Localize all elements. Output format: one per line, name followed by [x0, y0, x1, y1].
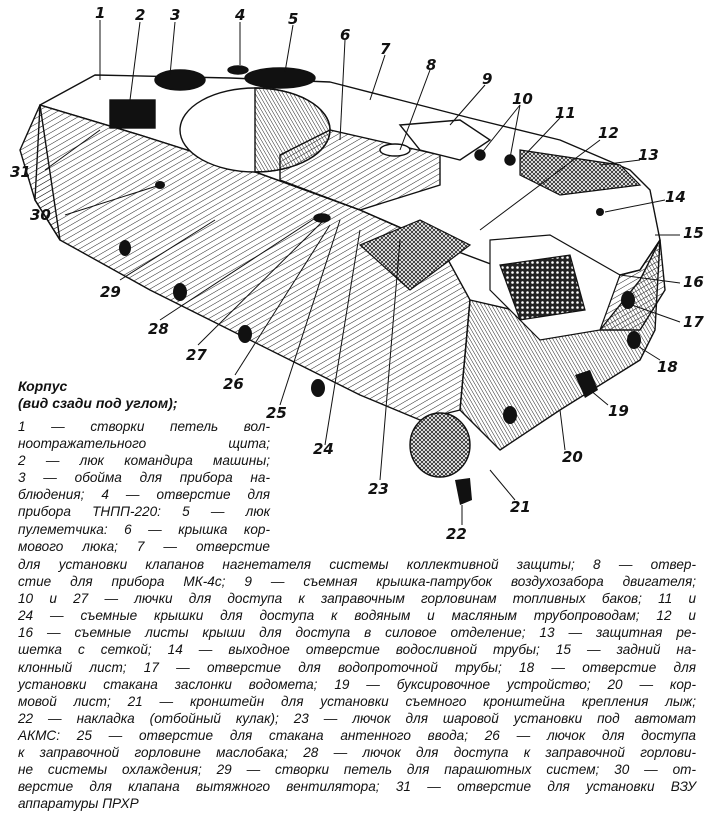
callout-12: 12 [598, 124, 619, 142]
caption-line: клонный лист; 17 — отверстие для водопро… [18, 659, 696, 675]
side-hole-1 [119, 240, 131, 256]
caption-line: 22 — накладка (отбойный кулак); 23 — люч… [18, 710, 696, 726]
protective-grille [519, 149, 642, 196]
air-intake-cover [398, 119, 492, 161]
callout-26: 26 [223, 375, 244, 393]
machine-gunner-hatch [244, 67, 316, 89]
periscope-hole [227, 65, 249, 75]
callout-30: 30 [30, 206, 51, 224]
caption-line: шетка с сеткой; 14 — выходное отверстие … [18, 642, 696, 658]
roof-dotted-vent [499, 254, 586, 321]
caption-line: АКМС: 25 — отверстие для стакана антенно… [18, 727, 696, 743]
caption-line: 10 и 27 — лючки для доступа к заправочны… [18, 591, 696, 607]
caption-wide-block: для установки клапанов нагнетателя систе… [18, 556, 696, 812]
caption-line: не системы охлаждения; 29 — створки пете… [18, 762, 696, 778]
side-hole-2 [173, 283, 187, 301]
water-jet-hole [627, 331, 641, 349]
caption-title-line-2: (вид сзади под углом); [18, 395, 178, 411]
roof-mesh-panel [358, 219, 472, 291]
callout-25: 25 [266, 404, 287, 422]
hull-diagram [19, 20, 681, 525]
callout-28: 28 [148, 320, 169, 338]
callout-15: 15 [683, 224, 704, 242]
callout-14: 14 [665, 188, 686, 206]
caption-line: мового люка; 7 — отверстие [18, 538, 270, 554]
water-outlet-hole [596, 208, 604, 216]
water-jet-grille [409, 412, 471, 478]
caption-line: 24 — съемные крышки для доступа к водяны… [18, 608, 696, 624]
callout-29: 29 [100, 283, 121, 301]
callout-5: 5 [288, 10, 299, 28]
callout-20: 20 [562, 448, 583, 466]
callout-3: 3 [170, 6, 181, 24]
bump-stop [455, 478, 472, 505]
caption-line: установки стакана заслонки водомета; 19 … [18, 676, 696, 692]
side-hole-4 [311, 379, 325, 397]
caption-line: 3 — обойма для прибора на- [18, 470, 270, 486]
callout-8: 8 [426, 56, 437, 74]
hull-front-slope [19, 104, 61, 241]
callout-22: 22 [446, 525, 467, 543]
caption-line: к заправочной горловине маслобака; 28 — … [18, 745, 696, 761]
fuel-port-2 [504, 154, 516, 166]
callout-6: 6 [340, 26, 351, 44]
callout-17: 17 [683, 313, 704, 331]
stern-hole [503, 406, 517, 424]
callout-27: 27 [186, 346, 207, 364]
callout-7: 7 [380, 40, 391, 58]
water-pipe-hole [621, 291, 635, 309]
vision-device-ring [154, 69, 206, 91]
callout-24: 24 [313, 440, 334, 458]
side-hole-3 [238, 325, 252, 343]
callout-31: 31 [10, 163, 31, 181]
callout-13: 13 [638, 146, 659, 164]
callout-18: 18 [657, 358, 678, 376]
caption-line: для установки клапанов нагнетателя систе… [18, 557, 696, 572]
caption-line: аппаратуры ПРХР [18, 796, 139, 812]
caption-line: 1 — створки петель вол- [18, 419, 270, 434]
callout-19: 19 [608, 402, 629, 420]
callout-23: 23 [368, 480, 389, 498]
caption-narrow-block: 1 — створки петель вол- ноотражательного… [18, 418, 270, 555]
caption-title: Корпус (вид сзади под углом); [18, 378, 268, 412]
callout-1: 1 [95, 4, 106, 22]
callout-9: 9 [482, 70, 493, 88]
callout-4: 4 [235, 6, 246, 24]
callout-11: 11 [555, 104, 576, 122]
caption-line: 2 — люк командира машины; [18, 453, 270, 469]
commander-hatch [109, 99, 156, 129]
caption-line: 16 — съемные листы крыши для доступа в с… [18, 625, 696, 641]
mk4s-device-hole [379, 143, 411, 157]
callout-10: 10 [512, 90, 533, 108]
callout-16: 16 [683, 273, 704, 291]
caption-line: блюдения; 4 — отверстие для [18, 487, 270, 503]
callout-2: 2 [135, 6, 146, 24]
caption-line: мовой лист; 21 — кронштейн для установки… [18, 693, 696, 709]
caption-line: верстие для клапана вытяжного вентилятор… [18, 779, 696, 795]
caption-line: ноотражательного щита; [18, 436, 270, 452]
fuel-port-27 [313, 213, 331, 223]
towing-device [575, 370, 598, 398]
caption-title-line-1: Корпус [18, 378, 68, 394]
caption-line: прибора ТНПП-220: 5 — люк [18, 504, 270, 520]
caption-line: стие для прибора МК-4с; 9 — съемная крыш… [18, 574, 696, 590]
callout-21: 21 [510, 498, 531, 516]
caption-line: пулеметчика: 6 — крышка кор- [18, 521, 270, 537]
